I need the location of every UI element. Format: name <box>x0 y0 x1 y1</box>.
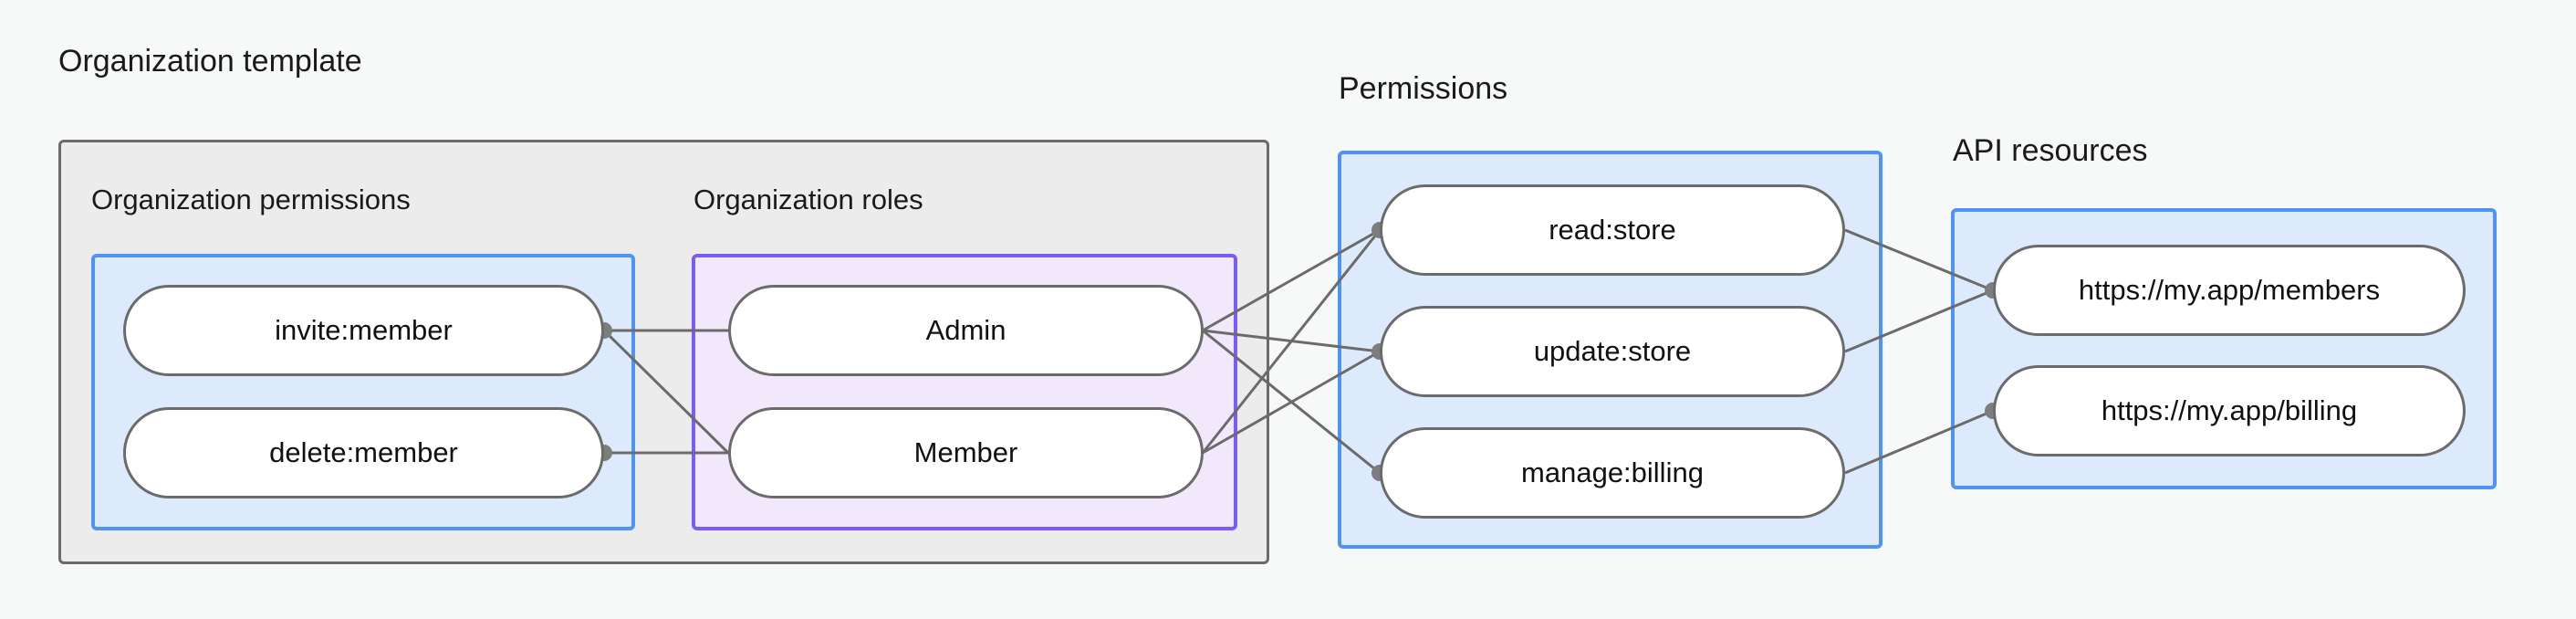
organization-roles-label: Organization roles <box>694 184 923 215</box>
node-role-admin[interactable]: Admin <box>728 285 1204 376</box>
node-role-member[interactable]: Member <box>728 407 1204 498</box>
node-manage-billing[interactable]: manage:billing <box>1380 427 1845 519</box>
api-resources-title: API resources <box>1953 133 2148 168</box>
organization-template-title: Organization template <box>58 44 362 79</box>
node-update-store[interactable]: update:store <box>1380 306 1845 397</box>
node-billing-url[interactable]: https://my.app/billing <box>1993 365 2466 456</box>
node-invite-member[interactable]: invite:member <box>123 285 604 376</box>
permissions-title: Permissions <box>1339 71 1508 106</box>
node-read-store[interactable]: read:store <box>1380 184 1845 276</box>
node-members-url[interactable]: https://my.app/members <box>1993 245 2466 336</box>
node-delete-member[interactable]: delete:member <box>123 407 604 498</box>
organization-permissions-label: Organization permissions <box>91 184 411 215</box>
